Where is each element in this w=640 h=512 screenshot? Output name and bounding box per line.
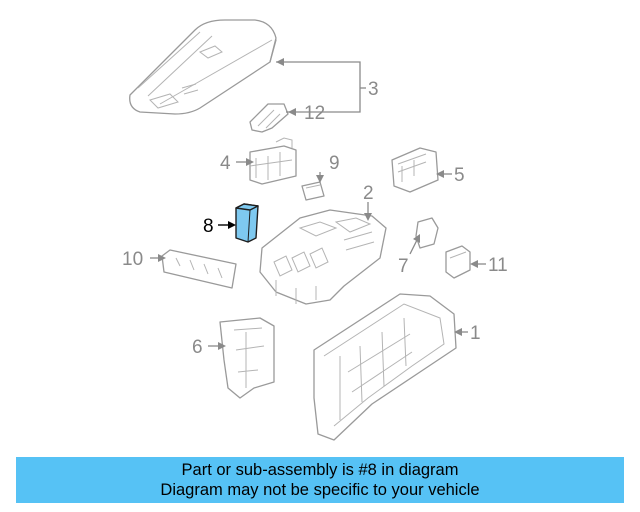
part-6-mounting-bracket [219,317,275,399]
part-8-highlighted [235,203,259,243]
part-11-relay [445,245,471,279]
callout-3: 3 [368,79,379,100]
part-12-clip [249,103,289,133]
part-3-cover [129,19,277,115]
callout-2: 2 [363,183,374,204]
callout-1: 1 [470,323,481,344]
leader-8 [218,221,236,229]
info-banner: Part or sub-assembly is #8 in diagram Di… [16,457,624,503]
callout-4: 4 [220,153,231,174]
part-5-relay-block [391,147,439,193]
callout-12: 12 [304,103,325,124]
callout-8: 8 [203,216,214,237]
part-9-relay [301,181,325,201]
callout-7: 7 [398,256,409,277]
callout-10: 10 [122,249,143,270]
part-4-bracket [249,137,297,185]
exploded-parts-diagram: 3 12 4 9 5 2 8 7 11 10 6 1 [122,19,508,441]
part-1-lower-tray [313,293,457,441]
part-10-terminal-strip [161,249,237,289]
banner-line-1: Part or sub-assembly is #8 in diagram [181,461,459,479]
leader-lines [150,58,486,350]
callout-9: 9 [329,153,340,174]
banner-line-2: Diagram may not be specific to your vehi… [160,481,480,499]
callout-6: 6 [192,337,203,358]
part-2-fuse-box-body [259,209,387,305]
callout-5: 5 [454,165,465,186]
part-7-relay [415,217,439,249]
callout-11: 11 [488,255,508,276]
